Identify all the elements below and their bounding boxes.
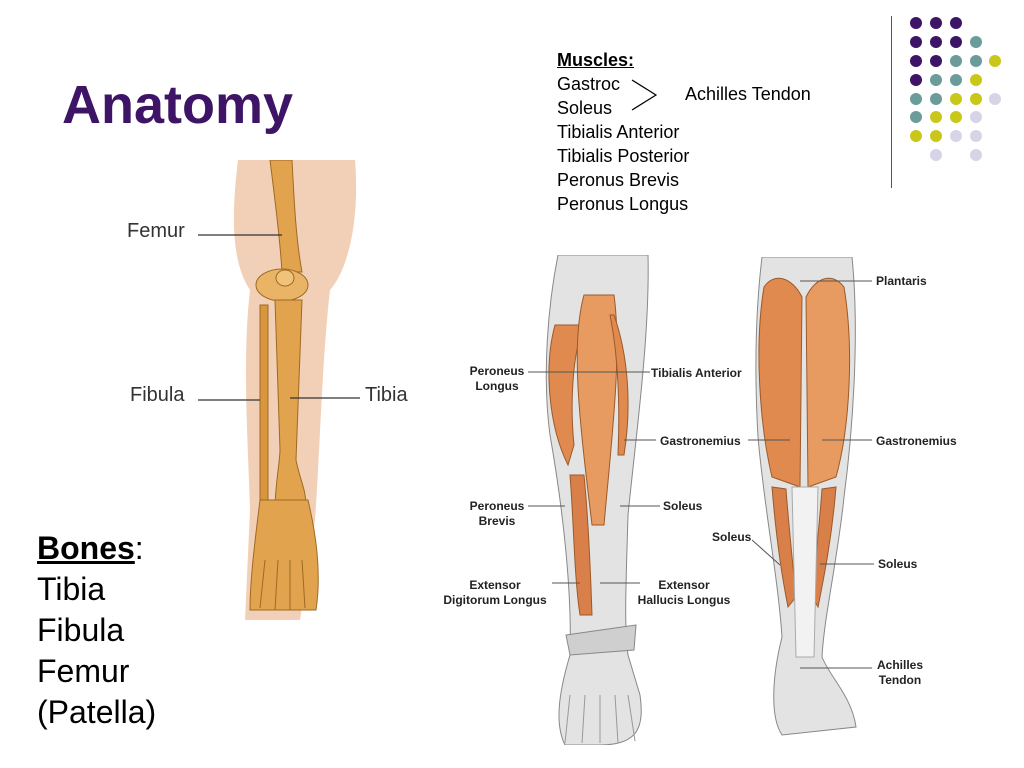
label-line: Peroneus — [469, 499, 525, 513]
bones-heading-colon: : — [134, 530, 144, 566]
brace-icon — [631, 79, 658, 111]
anterior-leg-muscles-illustration — [545, 255, 649, 745]
bones-list: Bones: Tibia Fibula Femur (Patella) — [37, 528, 156, 733]
label-extensor-digitorum-longus: Extensor Digitorum Longus — [440, 578, 550, 608]
label-line: Hallucis Longus — [637, 593, 731, 607]
muscle-item: Peronus Longus — [557, 194, 689, 214]
label-line: Digitorum Longus — [443, 593, 547, 607]
label-peroneus-longus: Peroneus Longus — [462, 364, 532, 394]
bones-heading: Bones — [37, 530, 135, 566]
achilles-tendon-note: Achilles Tendon — [685, 84, 811, 104]
label-line: Achilles — [876, 658, 924, 672]
bone-item: Fibula — [37, 612, 125, 648]
slide-title: Anatomy — [62, 75, 294, 135]
label-line: Longus — [475, 379, 519, 393]
muscle-item: Tibialis Anterior — [557, 122, 680, 142]
muscles-list: Muscles: Gastroc Soleus Tibialis Anterio… — [557, 48, 689, 216]
label-line: Peroneus — [469, 364, 525, 378]
muscle-item: Soleus — [557, 98, 613, 118]
label-tibialis-anterior: Tibialis Anterior — [651, 366, 742, 380]
bone-item: Tibia — [37, 571, 106, 607]
label-gastronemius-posterior: Gastronemius — [876, 434, 957, 448]
divider-line — [891, 16, 892, 188]
label-line: Tendon — [878, 673, 922, 687]
label-plantaris: Plantaris — [876, 274, 927, 288]
label-achilles-tendon: Achilles Tendon — [872, 658, 928, 688]
posterior-leg-muscles-illustration — [755, 257, 857, 736]
bone-item: (Patella) — [37, 694, 157, 730]
label-line: Extensor — [658, 578, 710, 592]
muscle-item: Gastroc — [557, 74, 621, 94]
label-line: Brevis — [478, 514, 516, 528]
bone-item: Femur — [37, 653, 130, 689]
label-tibia: Tibia — [365, 384, 408, 406]
muscle-item: Tibialis Posterior — [557, 146, 690, 166]
leg-skeleton-illustration — [198, 160, 360, 620]
label-peroneus-brevis: Peroneus Brevis — [462, 499, 532, 529]
label-line: Extensor — [469, 578, 521, 592]
decorative-dot-grid — [910, 17, 1001, 161]
muscles-heading: Muscles: — [557, 50, 635, 70]
label-fibula: Fibula — [130, 384, 185, 406]
label-soleus-anterior: Soleus — [663, 499, 703, 513]
label-soleus-posterior-left: Soleus — [712, 530, 752, 544]
label-soleus-posterior-right: Soleus — [878, 557, 918, 571]
label-gastronemius-anterior: Gastronemius — [660, 434, 741, 448]
label-extensor-hallucis-longus: Extensor Hallucis Longus — [636, 578, 732, 608]
label-femur: Femur — [127, 220, 185, 242]
muscle-item: Peronus Brevis — [557, 170, 680, 190]
